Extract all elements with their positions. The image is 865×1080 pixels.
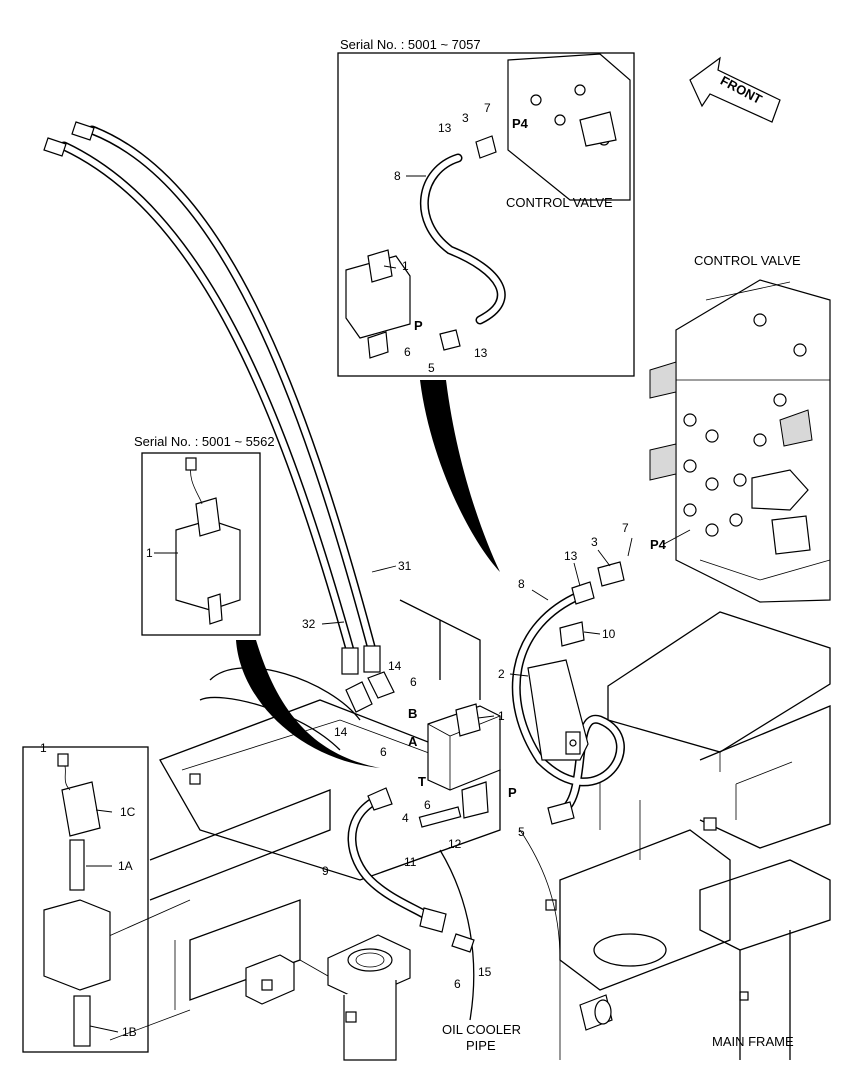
inset-middle-serial: Serial No. : 5001 ~ 5562 bbox=[134, 434, 275, 449]
callout-top-8: 8 bbox=[394, 169, 401, 183]
callout-11: 11 bbox=[404, 855, 417, 869]
callout-12: 12 bbox=[448, 837, 462, 851]
callout-6d: 6 bbox=[454, 977, 461, 991]
callout-15: 15 bbox=[478, 965, 492, 979]
callout-top-13b: 13 bbox=[474, 346, 488, 360]
callout-5: 5 bbox=[518, 825, 525, 839]
callout-top-1: 1 bbox=[402, 259, 409, 273]
hose-31-32 bbox=[43, 121, 395, 713]
callout-top-7: 7 bbox=[484, 101, 491, 115]
port-top-p4: P4 bbox=[512, 116, 529, 131]
callout-1: 1 bbox=[498, 709, 505, 723]
inset-middle: Serial No. : 5001 ~ 5562 1 bbox=[134, 434, 275, 636]
inset-bottom: 1 1C 1A 1B bbox=[22, 741, 149, 1053]
callout-14b: 14 bbox=[334, 725, 348, 739]
callout-3: 3 bbox=[591, 535, 598, 549]
callout-bottom-1b: 1B bbox=[122, 1025, 137, 1039]
port-a: A bbox=[408, 734, 418, 749]
port-top-p: P bbox=[414, 318, 423, 333]
sweep-top bbox=[420, 380, 500, 572]
callout-13: 13 bbox=[564, 549, 578, 563]
hose-9 bbox=[347, 787, 475, 953]
port-b: B bbox=[408, 706, 417, 721]
inset-bottom-title: 1 bbox=[40, 741, 47, 755]
inset-top-control-valve-label: CONTROL VALVE bbox=[506, 195, 613, 210]
label-oil-cooler-1: OIL COOLER bbox=[442, 1022, 521, 1037]
callout-middle-1: 1 bbox=[146, 546, 153, 560]
callout-top-13a: 13 bbox=[438, 121, 452, 135]
callout-top-6: 6 bbox=[404, 345, 411, 359]
callout-top-5: 5 bbox=[428, 361, 435, 375]
inset-top: Serial No. : 5001 ~ 7057 CONTROL VALVE 7… bbox=[337, 37, 635, 377]
callout-9: 9 bbox=[322, 864, 329, 878]
sweep-left bbox=[236, 640, 380, 768]
front-arrow: FRONT bbox=[689, 56, 781, 123]
label-oil-cooler-2: PIPE bbox=[466, 1038, 496, 1053]
callout-4: 4 bbox=[402, 811, 409, 825]
port-p: P bbox=[508, 785, 517, 800]
callout-6c: 6 bbox=[424, 798, 431, 812]
callout-top-3: 3 bbox=[462, 111, 469, 125]
callout-2: 2 bbox=[498, 667, 505, 681]
control-valve-main bbox=[649, 279, 831, 603]
inset-top-serial: Serial No. : 5001 ~ 7057 bbox=[340, 37, 481, 52]
callout-14a: 14 bbox=[388, 659, 402, 673]
leader-lines bbox=[86, 175, 691, 1033]
callout-10: 10 bbox=[602, 627, 616, 641]
main-frame-drawing bbox=[99, 599, 831, 1061]
label-control-valve: CONTROL VALVE bbox=[694, 253, 801, 268]
valve-1-assembly bbox=[418, 621, 589, 828]
port-t: T bbox=[418, 774, 426, 789]
callout-8: 8 bbox=[518, 577, 525, 591]
callout-bottom-1a: 1A bbox=[118, 859, 133, 873]
callout-6b: 6 bbox=[380, 745, 387, 759]
callout-7: 7 bbox=[622, 521, 629, 535]
callout-bottom-1c: 1C bbox=[120, 805, 136, 819]
callout-6a: 6 bbox=[410, 675, 417, 689]
callout-32: 32 bbox=[302, 617, 316, 631]
port-p4: P4 bbox=[650, 537, 667, 552]
label-main-frame: MAIN FRAME bbox=[712, 1034, 794, 1049]
callout-31: 31 bbox=[398, 559, 412, 573]
